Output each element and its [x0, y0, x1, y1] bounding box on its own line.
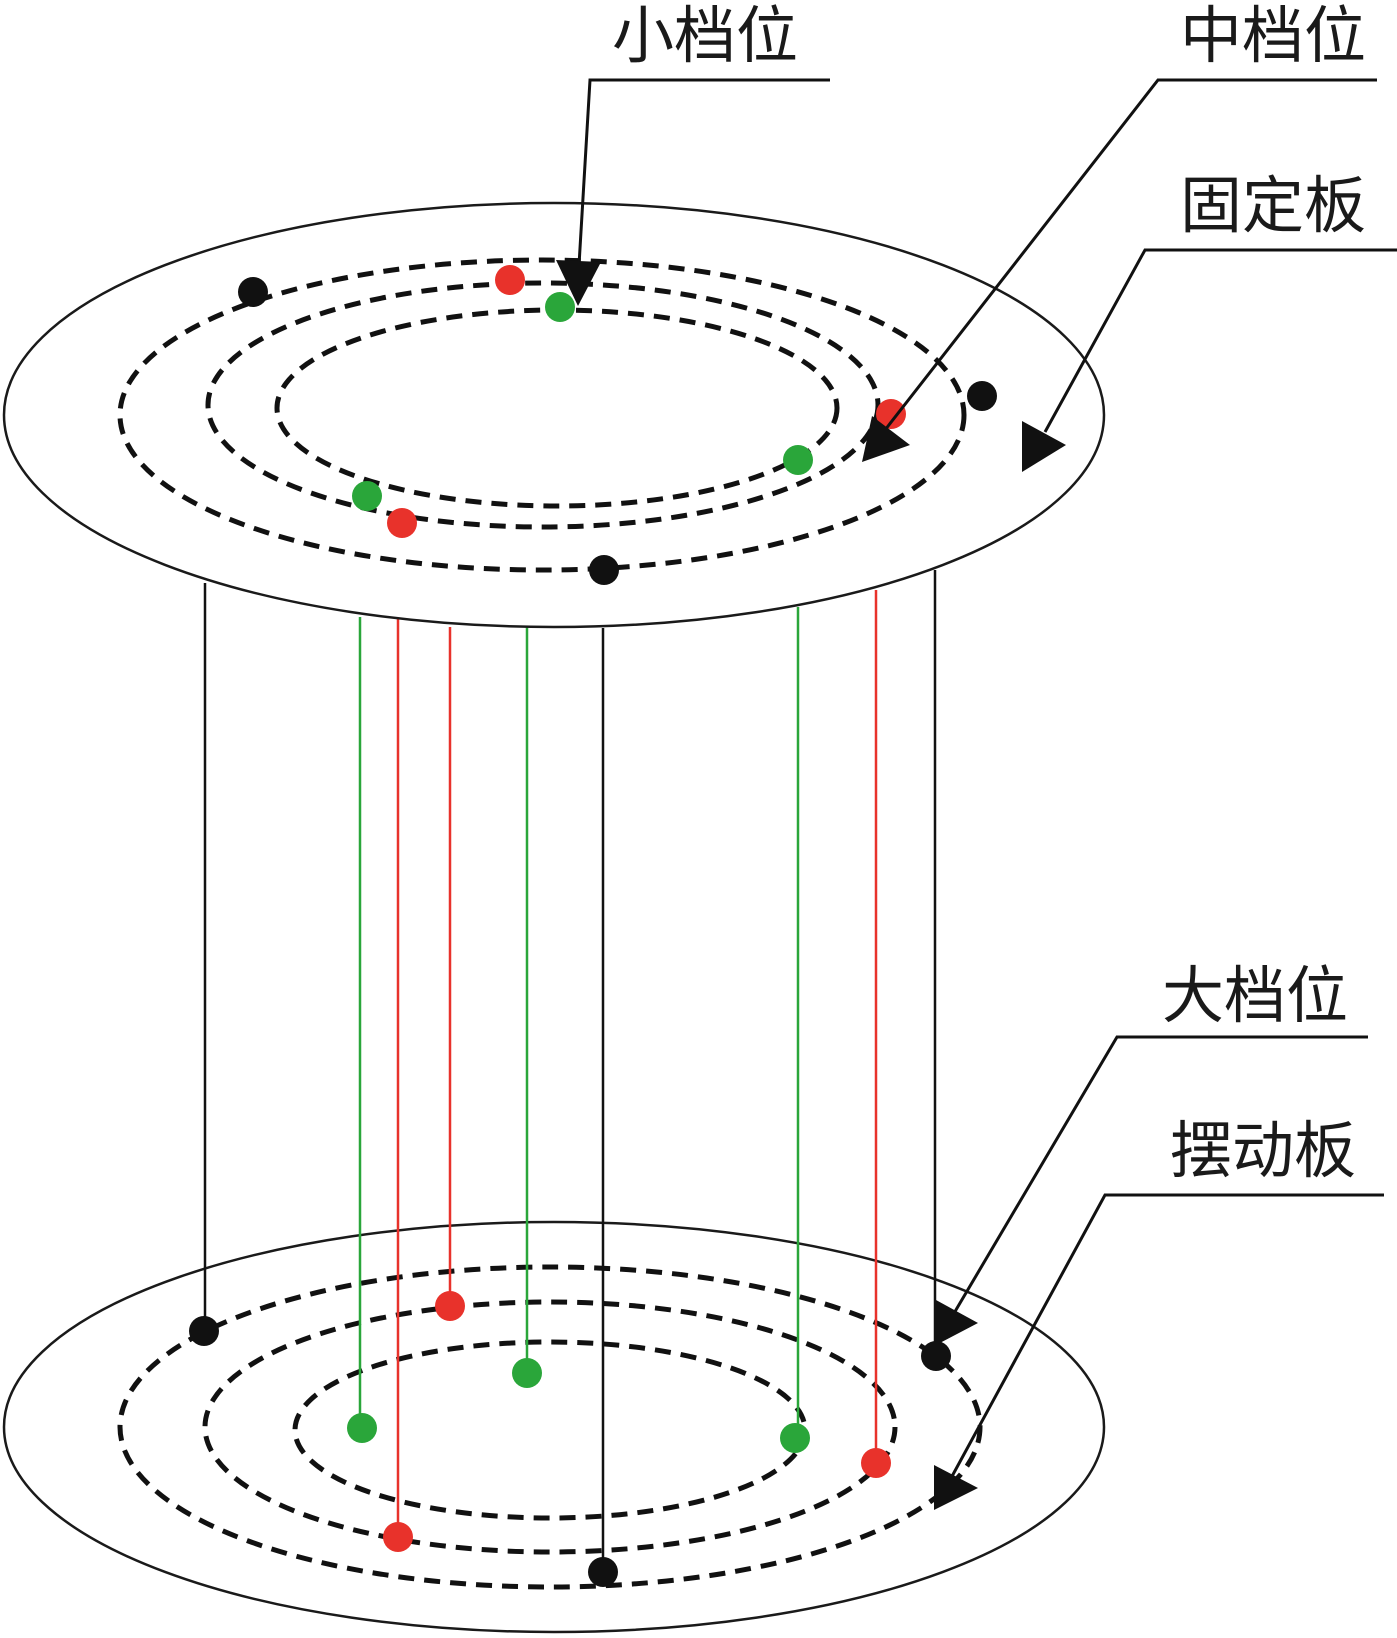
swing-plate-leader — [948, 1193, 1384, 1481]
swing-black-point-bottom — [588, 1557, 618, 1587]
fixed-green-point-top — [545, 292, 575, 322]
fixed-black-point-bottom — [589, 555, 619, 585]
fixed-black-point-right — [967, 381, 997, 411]
large-gear-arrowhead — [936, 1300, 978, 1345]
fixed-plate-outer-ring — [117, 257, 967, 573]
fixed-red-point-right — [876, 399, 906, 429]
fixed-plate-leader — [1043, 248, 1397, 433]
fixed-plate-group — [2, 201, 1106, 629]
fixed-plate-middle-ring — [205, 280, 881, 530]
fixed-green-point-right — [783, 445, 813, 475]
fixed-plate — [2, 201, 1106, 629]
swing-green-point-1 — [512, 1358, 542, 1388]
large-gear-leader — [948, 1035, 1368, 1321]
large-gear-label: 大档位 — [1162, 959, 1348, 1032]
swing-red-point-2 — [861, 1448, 891, 1478]
fixed-black-point-left — [238, 277, 268, 307]
fixed-plate-arrowhead — [1022, 421, 1066, 472]
medium-gear-arrowhead — [862, 416, 910, 462]
swing-plate-label: 摆动板 — [1170, 1114, 1356, 1187]
medium-gear-leader — [883, 78, 1377, 431]
swing-plate-points — [189, 1291, 951, 1587]
swing-black-point-right — [921, 1341, 951, 1371]
swing-green-point-3 — [780, 1423, 810, 1453]
swing-plate — [2, 1220, 1106, 1634]
fixed-plate-label: 固定板 — [1180, 169, 1366, 242]
medium-gear-label: 中档位 — [1180, 0, 1366, 72]
swing-green-point-2 — [347, 1413, 377, 1443]
leaders — [556, 78, 1397, 1510]
swing-plate-arrowhead — [934, 1465, 978, 1510]
small-gear-label: 小档位 — [612, 0, 798, 72]
small-gear-leader — [576, 78, 830, 283]
fixed-plate-points — [238, 265, 997, 585]
connecting-rods — [203, 558, 937, 1572]
swing-red-point-1 — [435, 1291, 465, 1321]
small-gear-arrowhead — [556, 260, 601, 306]
swing-plate-middle-ring — [202, 1299, 898, 1555]
swing-red-point-3 — [383, 1522, 413, 1552]
fixed-red-point-top — [495, 265, 525, 295]
swing-plate-group — [2, 1220, 1106, 1634]
swing-black-point-left — [189, 1316, 219, 1346]
fixed-red-point-left — [387, 508, 417, 538]
labels: 小档位 中档位 固定板 大档位 摆动板 — [612, 0, 1366, 1187]
fixed-green-point-left — [352, 481, 382, 511]
